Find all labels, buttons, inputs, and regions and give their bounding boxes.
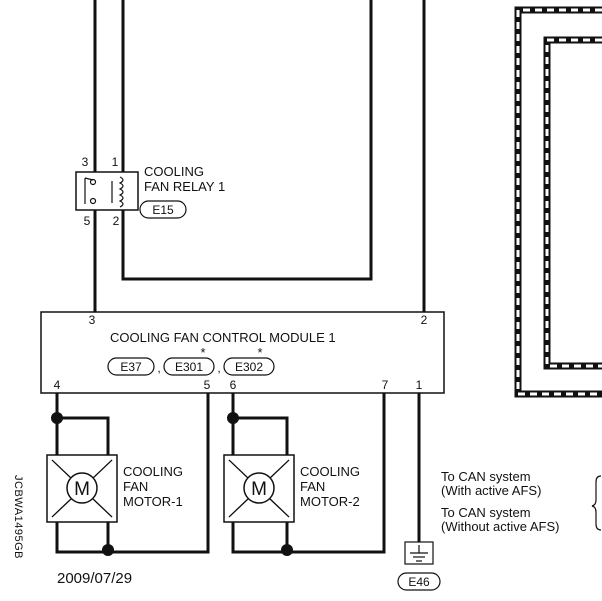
module-connector-badge-3 xyxy=(223,357,275,376)
ground: E46 xyxy=(397,393,441,591)
module-connector-3-star: * xyxy=(257,345,262,360)
cooling-fan-motor-2: M COOLING FAN MOTOR-2 xyxy=(223,454,360,523)
relay-label-line2: FAN RELAY 1 xyxy=(144,179,225,194)
relay-connector-badge xyxy=(139,200,187,219)
diagram-code: JCBWA1495GB xyxy=(12,475,24,559)
motor-1-label-line1: COOLING xyxy=(123,464,183,479)
can-with-line2: (With active AFS) xyxy=(441,483,541,498)
junction-dot xyxy=(102,544,114,556)
motor-2-label-line1: COOLING xyxy=(300,464,360,479)
motor-1-icon xyxy=(66,472,98,504)
upper-wires xyxy=(93,0,426,312)
relay-pin-5: 5 xyxy=(84,214,91,228)
module-connector-badge-1 xyxy=(107,357,155,376)
module-connector-2: E301 xyxy=(175,360,203,374)
module-connector-1: E37 xyxy=(120,360,142,374)
relay-pin-3: 3 xyxy=(82,155,89,169)
module-body xyxy=(40,311,445,394)
relay-pin-1: 1 xyxy=(112,155,119,169)
relay-coil-icon xyxy=(118,176,124,208)
module-title: COOLING FAN CONTROL MODULE 1 xyxy=(110,330,336,345)
diagram-date: 2009/07/29 xyxy=(57,570,132,587)
module-connector-2-star: * xyxy=(200,345,205,360)
module-pin-2: 2 xyxy=(421,313,428,327)
module-pin-1: 1 xyxy=(416,378,423,392)
ground-connector-badge xyxy=(397,572,441,591)
module-connector-3: E302 xyxy=(235,360,263,374)
cooling-fan-motor-1: M COOLING FAN MOTOR-1 xyxy=(46,454,183,523)
module-pin-5: 5 xyxy=(204,378,211,392)
motor-2-icon xyxy=(243,472,275,504)
junction-dot xyxy=(51,412,63,424)
relay-connector: E15 xyxy=(152,203,174,217)
module-pin-6: 6 xyxy=(230,378,237,392)
motor-2-symbol: M xyxy=(251,479,267,500)
module-pin-7: 7 xyxy=(382,378,389,392)
module-connector-badge-2 xyxy=(163,357,215,376)
relay-pin-2: 2 xyxy=(113,214,120,228)
can-brace xyxy=(591,475,602,531)
motor-1-label-line2: FAN xyxy=(123,479,148,494)
module-connector-sep-2: , xyxy=(217,361,220,375)
relay-label-line1: COOLING xyxy=(144,164,204,179)
junction-dot xyxy=(281,544,293,556)
ground-connector: E46 xyxy=(408,575,430,589)
can-with-line1: To CAN system xyxy=(441,469,531,484)
can-harness xyxy=(514,6,602,398)
module-connector-sep-1: , xyxy=(157,361,160,375)
motor-2-label-line3: MOTOR-2 xyxy=(300,494,360,509)
can-notes: To CAN system (With active AFS) To CAN s… xyxy=(441,469,602,534)
motor-2-label-line2: FAN xyxy=(300,479,325,494)
module-pin-3: 3 xyxy=(89,313,96,327)
can-without-line1: To CAN system xyxy=(441,505,531,520)
cooling-fan-relay-1: 3 1 5 2 COOLING FAN RELAY 1 E15 xyxy=(75,155,225,228)
motor-1-symbol: M xyxy=(74,479,90,500)
junction-dot xyxy=(227,412,239,424)
motor-1-label-line3: MOTOR-1 xyxy=(123,494,183,509)
cooling-fan-control-module: 3 2 COOLING FAN CONTROL MODULE 1 E37 , E… xyxy=(40,311,445,394)
can-without-line2: (Without active AFS) xyxy=(441,519,559,534)
module-pin-4: 4 xyxy=(54,378,61,392)
